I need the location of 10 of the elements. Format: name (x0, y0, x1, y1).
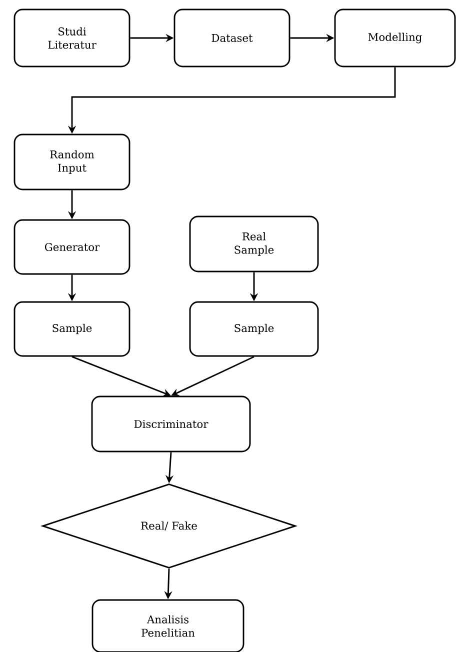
process-box: Discriminator (91, 396, 251, 452)
process-box: Real Sample (189, 216, 319, 272)
process-box: Dataset (174, 8, 290, 68)
process-box: Random Input (14, 134, 130, 190)
process-box: Analisis Penelitian (92, 599, 244, 652)
process-box: Studi Literatur (14, 8, 130, 68)
process-box: Sample (189, 301, 319, 357)
process-box: Sample (14, 301, 130, 357)
process-box: Generator (14, 219, 130, 275)
process-box: Modelling (334, 8, 456, 68)
